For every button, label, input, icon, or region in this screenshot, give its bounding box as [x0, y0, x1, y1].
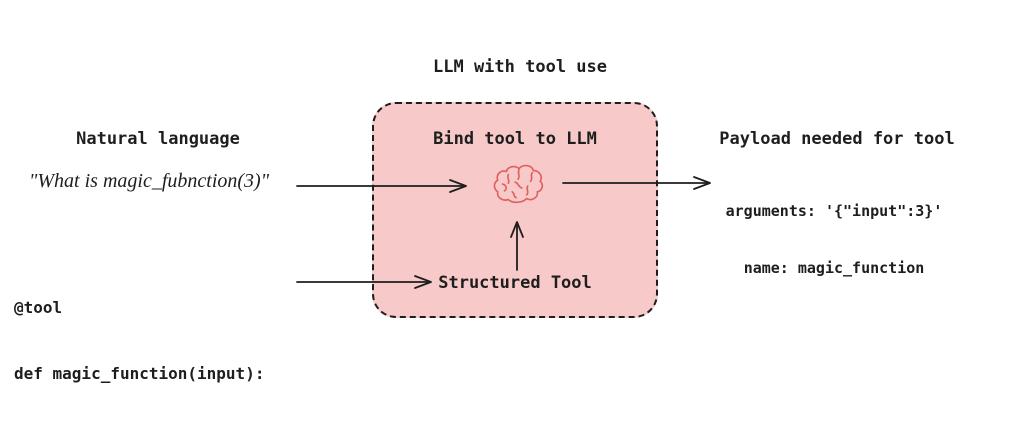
payload-block: arguments: '{"input":3}' name: magic_fun…	[726, 164, 943, 316]
natural-language-heading: Natural language	[76, 129, 240, 149]
code-line: @tool	[14, 298, 63, 317]
natural-language-quote: "What is magic_fubnction(3)"	[29, 170, 270, 192]
brain-icon	[489, 162, 547, 212]
code-line: def magic_function(input):	[14, 364, 265, 383]
structured-tool-label: Structured Tool	[438, 273, 592, 293]
payload-heading: Payload needed for tool	[719, 129, 955, 149]
tool-code-block: @tool def magic_function(input): return …	[14, 253, 264, 424]
bind-tool-heading: Bind tool to LLM	[433, 129, 597, 149]
payload-line-name: name: magic_function	[743, 259, 925, 277]
diagram-title: LLM with tool use	[433, 57, 607, 77]
payload-line-arguments: arguments: '{"input":3}'	[725, 202, 943, 220]
